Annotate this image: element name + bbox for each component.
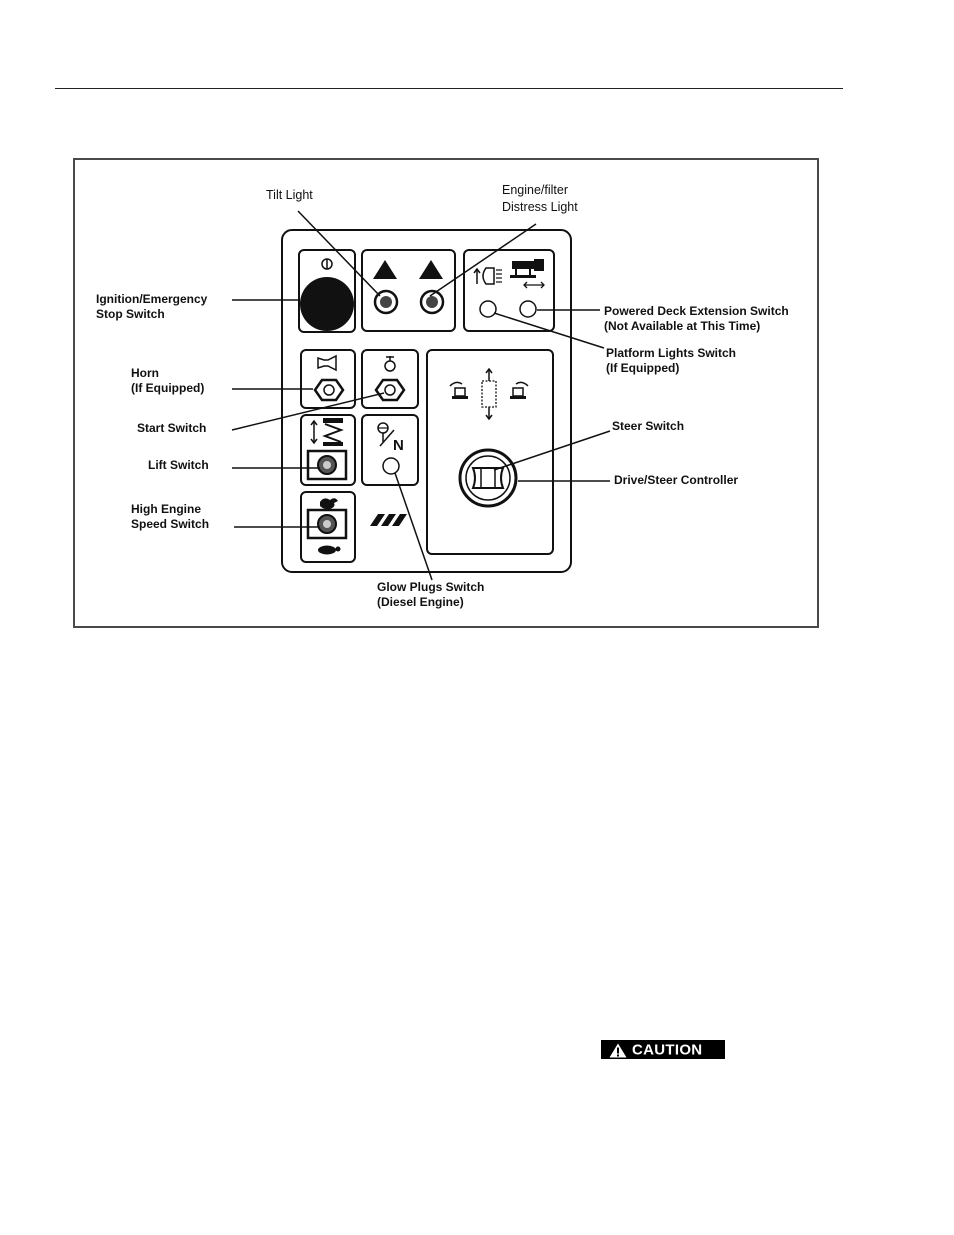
figure-frame <box>73 158 819 628</box>
steer-switch-label: Steer Switch <box>612 419 685 433</box>
platform-lights-switch <box>479 300 497 318</box>
leader-lines <box>231 210 611 581</box>
lift-icon <box>310 418 344 446</box>
header-rule <box>55 88 843 89</box>
tilt-light <box>373 289 399 315</box>
drive-steer-module <box>426 349 554 555</box>
deck-extension-icon <box>510 259 545 289</box>
warning-lights-module <box>361 249 456 332</box>
lift-module <box>300 414 356 486</box>
start-switch <box>374 378 406 402</box>
start-module <box>361 349 419 409</box>
lights-deck-module <box>463 249 555 332</box>
horn-module <box>300 349 356 409</box>
ignition-emergency-stop-switch <box>300 277 354 331</box>
rabbit-icon <box>320 498 338 510</box>
engine-icon <box>384 356 396 372</box>
engine-filter-label: Engine/filter Distress Light <box>502 183 578 214</box>
high-engine-speed-switch <box>306 508 348 540</box>
glow-plugs-switch <box>382 457 400 475</box>
horn-icon <box>317 354 337 372</box>
ignition-module <box>298 249 356 333</box>
control-panel <box>281 229 572 573</box>
platform-light-icon <box>473 267 502 285</box>
engine-filter-distress-light <box>419 289 445 315</box>
powered-deck-extension-switch <box>519 300 537 318</box>
neutral-symbol: N <box>393 437 404 454</box>
ignition-label: Ignition/Emergency Stop Switch <box>96 292 208 321</box>
platform-lights-label: Platform Lights Switch (If Equipped) <box>606 346 737 375</box>
drive-steer-controller <box>458 448 518 508</box>
high-engine-label: High Engine Speed Switch <box>131 502 210 531</box>
horn-label: Horn (If Equipped) <box>131 366 205 395</box>
drive-steer-label: Drive/Steer Controller <box>614 473 739 487</box>
horn-switch <box>313 378 345 402</box>
turtle-icon <box>318 545 341 555</box>
jlg-logo-icon <box>370 514 407 526</box>
warning-triangle-icon <box>373 260 397 279</box>
caution-text: CAUTION <box>632 1041 703 1059</box>
powered-deck-label: Powered Deck Extension Switch (Not Avail… <box>604 304 789 333</box>
ignition-icon <box>321 258 333 270</box>
steer-switch <box>480 467 496 489</box>
caution-badge: CAUTION <box>601 1040 725 1059</box>
steer-arrows-icon <box>449 367 529 421</box>
glow-plug-module <box>361 414 419 486</box>
lift-switch <box>306 449 348 481</box>
lift-switch-label: Lift Switch <box>148 458 209 472</box>
warning-triangle-icon <box>419 260 443 279</box>
warning-triangle-icon <box>609 1043 627 1058</box>
start-switch-label: Start Switch <box>137 421 207 435</box>
tilt-light-label: Tilt Light <box>266 188 313 202</box>
glow-plugs-label: Glow Plugs Switch (Diesel Engine) <box>377 580 485 609</box>
glow-plug-icon <box>377 422 395 447</box>
